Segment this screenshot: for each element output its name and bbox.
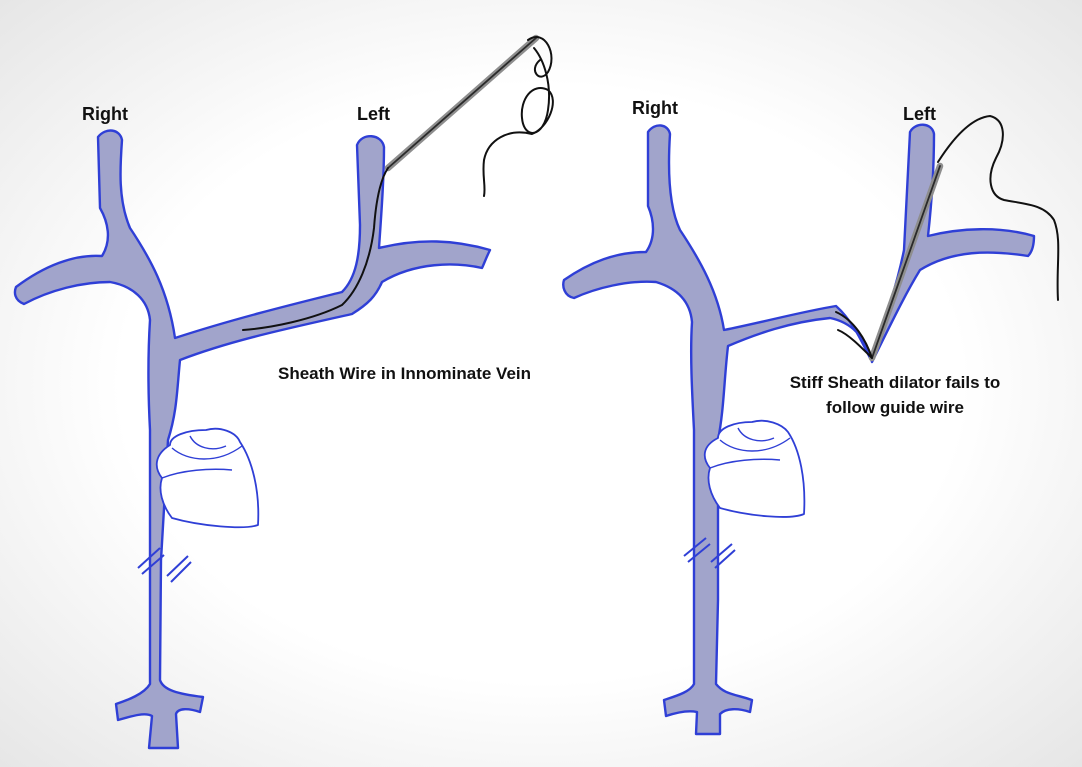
panel-2-guide-wire [835,311,873,359]
panel-2-vessel-break-marks [683,537,736,569]
panel-1-venous-system [13,34,554,750]
panel-1-wire-tail [482,36,554,197]
panel-1-vessel-break-marks [137,547,192,583]
panel-2-vein-tree [562,123,1036,736]
panel-2-right-label: Right [632,98,678,118]
panel-1-right-label: Right [82,104,128,124]
panel-1-guide-wire [242,167,389,331]
panel-2-venous-system [562,114,1060,736]
panel-2-caption-line-1: Stiff Sheath dilator fails to [789,373,1001,392]
panel-1-heart [155,427,260,529]
panel-2-sheath-and-wire [835,114,1060,362]
panel-2-left-label: Left [903,104,936,124]
panel-1-left-label: Left [357,104,390,124]
panel-2-caption: Stiff Sheath dilator fails to follow gui… [766,370,1024,420]
panel-1-vein-tree [13,129,492,750]
panel-1-caption: Sheath Wire in Innominate Vein [278,364,531,383]
panel-1-sheath-and-wire [242,34,554,331]
panel-2-caption-line-2: follow guide wire [826,398,964,417]
panel-2-heart [703,419,806,518]
panel-2-wire-tail [937,114,1060,301]
